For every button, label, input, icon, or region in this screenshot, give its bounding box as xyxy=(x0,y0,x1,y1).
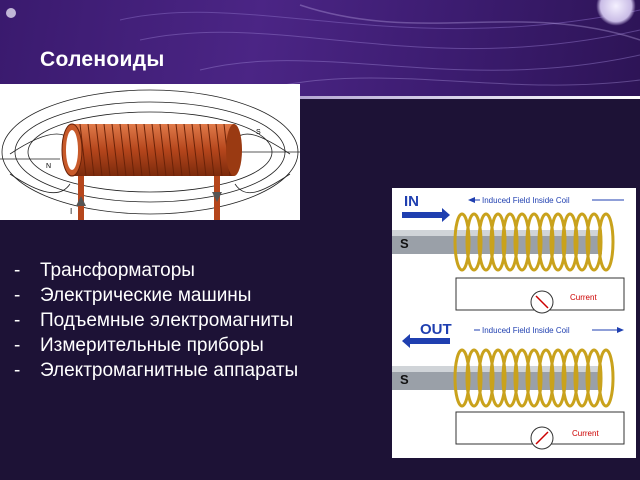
pole-n-label: N xyxy=(46,163,51,170)
banner-divider xyxy=(0,96,640,99)
slide-title: Соленоиды xyxy=(40,48,165,71)
application-list: Трансформаторы Электрические машины Подъ… xyxy=(14,258,344,383)
list-item: Подъемные электромагниты xyxy=(14,308,344,333)
magnet-s-label-bottom: S xyxy=(400,372,409,387)
list-item: Электромагнитные аппараты xyxy=(14,358,344,383)
list-item: Электрические машины xyxy=(14,283,344,308)
pole-s-label: S xyxy=(256,129,261,136)
title-banner xyxy=(0,0,640,98)
solenoid-image: N S I xyxy=(0,84,300,220)
current-label: I xyxy=(70,207,72,216)
decorative-waves xyxy=(119,4,640,91)
in-label: IN xyxy=(404,193,419,210)
field-label-top: Induced Field Inside Coil xyxy=(482,196,570,205)
magnet-s-label-top: S xyxy=(400,236,409,251)
list-item: Трансформаторы xyxy=(14,258,344,283)
current-label-bottom: Current xyxy=(572,429,599,438)
corner-dot xyxy=(6,8,16,18)
field-label-bottom: Induced Field Inside Coil xyxy=(482,326,570,335)
out-label: OUT xyxy=(420,321,452,338)
current-label-top: Current xyxy=(570,293,597,302)
arrow-right-icon xyxy=(402,208,450,222)
induction-diagram: IN Induced Field Inside Coil S Current xyxy=(392,188,636,458)
arrow-left-icon xyxy=(402,334,450,348)
list-item: Измерительные приборы xyxy=(14,333,344,358)
